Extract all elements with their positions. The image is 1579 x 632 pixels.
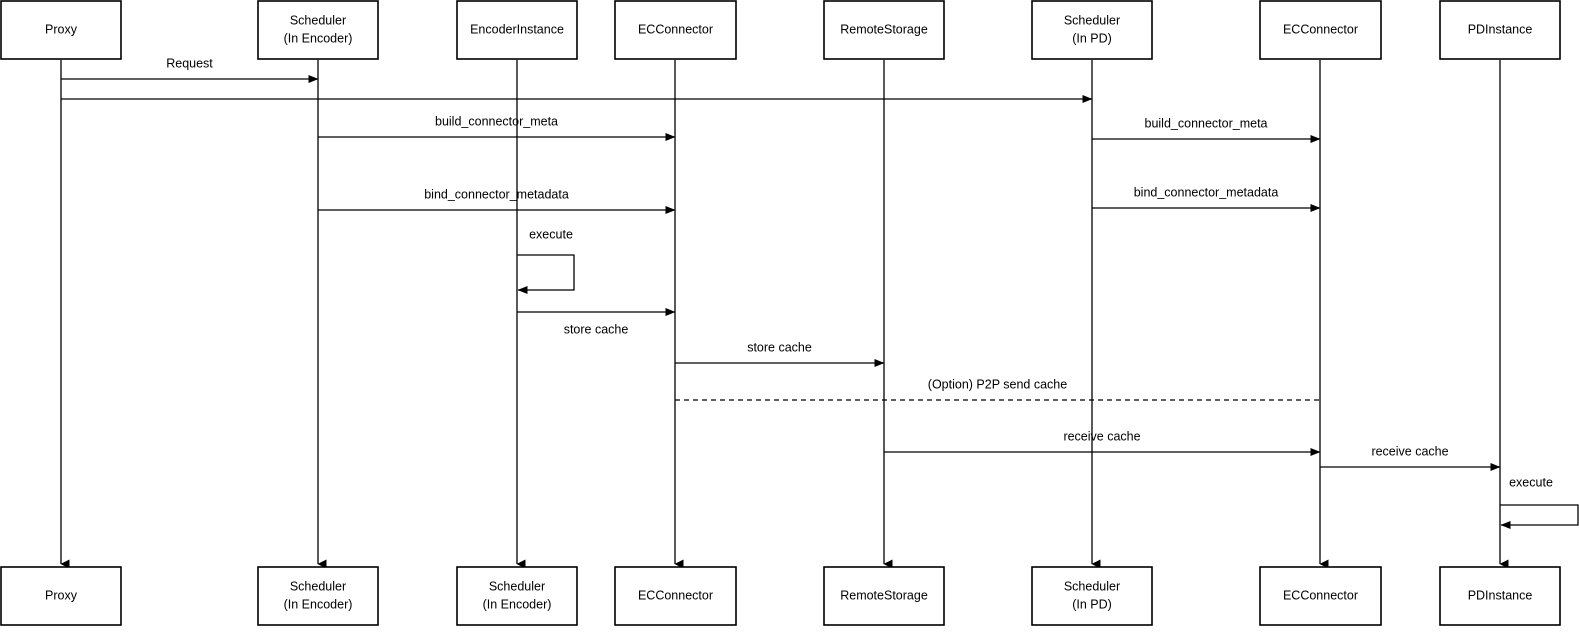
participant-box-rect: [257, 566, 379, 626]
participant-bottom-remote[interactable]: RemoteStorage: [823, 566, 945, 626]
message-label-m11: receive cache: [1371, 444, 1448, 458]
self-message-s2: [1500, 504, 1579, 529]
message-label-m8: store cache: [747, 340, 812, 354]
participant-box-rect: [456, 0, 578, 60]
participant-box-rect: [0, 0, 122, 60]
participant-label-line2: (In Encoder): [284, 31, 353, 45]
participant-box-rect: [1259, 566, 1382, 626]
participant-label: RemoteStorage: [840, 588, 928, 602]
participant-label-line2: (In Encoder): [284, 597, 353, 611]
participant-label-line1: Scheduler: [1064, 579, 1120, 593]
message-label-m10: receive cache: [1063, 429, 1140, 443]
participant-box-rect: [1031, 0, 1153, 60]
participant-bottom-ecconn_l[interactable]: ECConnector: [614, 566, 737, 626]
participant-box-rect: [614, 0, 737, 60]
participant-label: ECConnector: [638, 22, 713, 36]
messages-layer: Request build_connector_meta build_connect…: [61, 56, 1501, 471]
self-messages-layer: execute execute: [517, 227, 1579, 529]
participant-box-rect: [257, 0, 379, 60]
participant-bottom-encoder_inst[interactable]: Scheduler (In Encoder): [456, 566, 578, 626]
participant-label-line1: Scheduler: [489, 579, 545, 593]
participant-box-rect: [614, 566, 737, 626]
participant-top-proxy[interactable]: Proxy: [0, 0, 122, 60]
message-label-m5: bind_connector_metadata: [424, 187, 569, 201]
participant-top-remote[interactable]: RemoteStorage: [823, 0, 945, 60]
participant-box-rect: [1259, 0, 1382, 60]
self-message-s1: [517, 254, 575, 294]
participant-bottom-ecconn_r[interactable]: ECConnector: [1259, 566, 1382, 626]
participant-bottom-pd_inst[interactable]: PDInstance: [1439, 566, 1561, 626]
participant-label: Proxy: [45, 588, 78, 602]
message-label-m4: build_connector_meta: [1145, 116, 1268, 130]
participant-label: EncoderInstance: [470, 22, 564, 36]
participant-box-rect: [1031, 566, 1153, 626]
lifelines-layer: [60, 60, 1509, 569]
participant-label-line2: (In PD): [1072, 597, 1112, 611]
message-label-m3: build_connector_meta: [435, 114, 558, 128]
participant-box-rect: [1439, 566, 1561, 626]
participant-top-sched_enc[interactable]: Scheduler (In Encoder): [257, 0, 379, 60]
participant-label-line1: Scheduler: [1064, 13, 1120, 27]
participant-label-line2: (In PD): [1072, 31, 1112, 45]
participant-label: RemoteStorage: [840, 22, 928, 36]
participant-label: PDInstance: [1468, 22, 1533, 36]
participant-top-sched_pd[interactable]: Scheduler (In PD): [1031, 0, 1153, 60]
message-label-m9: (Option) P2P send cache: [928, 377, 1067, 391]
participant-label: ECConnector: [1283, 588, 1358, 602]
participant-label: Proxy: [45, 22, 78, 36]
message-label-m7: store cache: [564, 322, 629, 336]
participant-label: ECConnector: [638, 588, 713, 602]
participant-box-rect: [823, 0, 945, 60]
message-label-m6: bind_connector_metadata: [1134, 185, 1279, 199]
participant-label-line2: (In Encoder): [483, 597, 552, 611]
participant-top-ecconn_r[interactable]: ECConnector: [1259, 0, 1382, 60]
participant-label-line1: Scheduler: [290, 579, 346, 593]
participant-top-pd_inst[interactable]: PDInstance: [1439, 0, 1561, 60]
self-message-label-s1: execute: [529, 227, 573, 241]
participant-bottom-proxy[interactable]: Proxy: [0, 566, 122, 626]
self-message-label-s2: execute: [1509, 475, 1553, 489]
participant-label-line1: Scheduler: [290, 13, 346, 27]
participant-box-rect: [823, 566, 945, 626]
participant-top-ecconn_l[interactable]: ECConnector: [614, 0, 737, 60]
participant-top-encoder_inst[interactable]: EncoderInstance: [456, 0, 578, 60]
participant-bottom-sched_pd[interactable]: Scheduler (In PD): [1031, 566, 1153, 626]
participant-box-rect: [456, 566, 578, 626]
participant-bottom-sched_enc[interactable]: Scheduler (In Encoder): [257, 566, 379, 626]
message-label-m1: Request: [166, 56, 213, 70]
participant-label: PDInstance: [1468, 588, 1533, 602]
participant-label: ECConnector: [1283, 22, 1358, 36]
participant-box-rect: [1439, 0, 1561, 60]
participant-box-rect: [0, 566, 122, 626]
